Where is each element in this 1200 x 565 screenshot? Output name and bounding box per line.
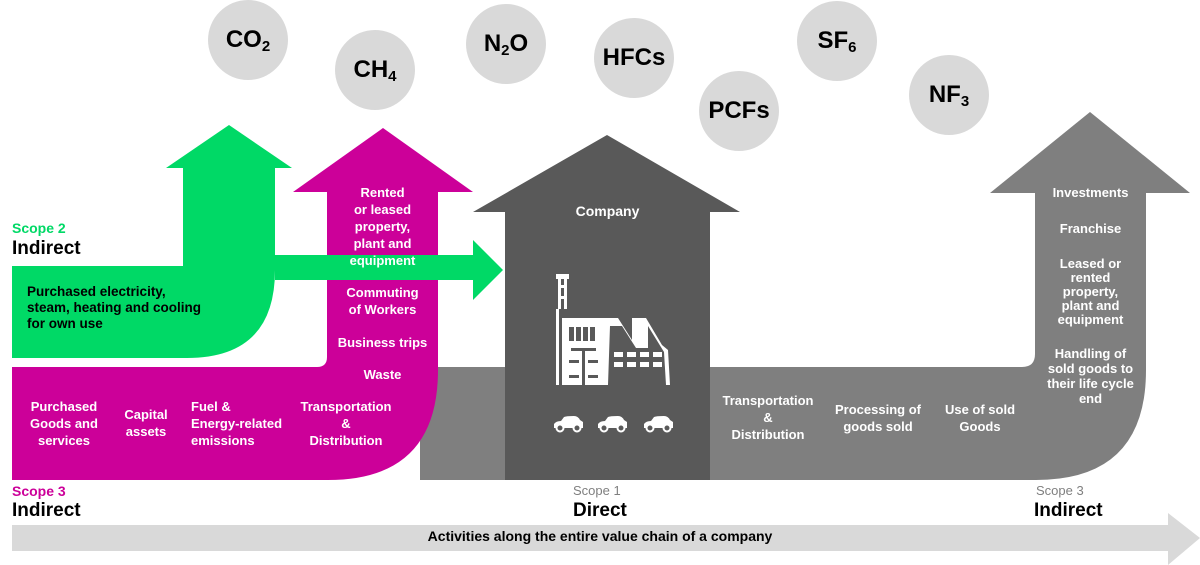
downstream-item-leased-property: Leased or rented property, plant and equ… bbox=[1057, 256, 1124, 327]
scope3-upstream-arrow bbox=[12, 128, 473, 480]
car-icon bbox=[644, 416, 673, 433]
downstream-item-transportation: Transportation & Distribution bbox=[722, 393, 814, 442]
downstream-item-franchise: Franchise bbox=[1059, 221, 1122, 236]
downstream-item-investments: Investments bbox=[1052, 185, 1129, 200]
upstream-item-transportation: Transportation & Distribution bbox=[300, 399, 392, 448]
scope2-to-company-arrow bbox=[275, 240, 503, 300]
car-icon bbox=[598, 416, 627, 433]
factory-icon bbox=[556, 274, 670, 385]
upstream-item-commuting: Commuting of Workers bbox=[346, 285, 419, 317]
company-title: Company bbox=[575, 203, 640, 219]
scope3-upstream-kind: Indirect bbox=[12, 500, 81, 521]
scope3-upstream-label: Scope 3 bbox=[12, 483, 66, 499]
upstream-item-waste: Waste bbox=[363, 367, 402, 382]
value-chain-label: Activities along the entire value chain … bbox=[427, 528, 773, 544]
downstream-item-processing: Processing of goods sold bbox=[835, 402, 921, 434]
upstream-item-capital-assets: Capital assets bbox=[124, 407, 168, 439]
scope1-kind: Direct bbox=[573, 500, 627, 521]
scope1-label: Scope 1 bbox=[573, 483, 621, 498]
scope2-label: Scope 2 bbox=[12, 220, 66, 236]
upstream-item-purchased-goods: Purchased Goods and services bbox=[30, 399, 98, 448]
upstream-item-fuel-energy: Fuel & Energy-related emissions bbox=[191, 399, 283, 448]
car-icon bbox=[554, 416, 583, 433]
scope2-arrow bbox=[12, 125, 292, 358]
scope2-activity: Purchased electricity, steam, heating an… bbox=[27, 284, 202, 331]
gas-pcfs: PCFs bbox=[699, 71, 779, 151]
scope1-company-arrow bbox=[473, 135, 740, 480]
scope3-downstream-label: Scope 3 bbox=[1036, 483, 1084, 498]
gas-hfcs: HFCs bbox=[594, 18, 674, 98]
upstream-item-business-trips: Business trips bbox=[337, 335, 428, 350]
downstream-item-use-of-sold-goods: Use of sold Goods bbox=[944, 402, 1016, 434]
value-chain-arrow bbox=[12, 513, 1200, 565]
scope3-downstream-kind: Indirect bbox=[1034, 500, 1103, 521]
upstream-item-rented-property: Rented or leased property, plant and equ… bbox=[349, 185, 416, 268]
scope2-kind: Indirect bbox=[12, 238, 81, 259]
downstream-item-end-of-life: Handling of sold goods to their life cyc… bbox=[1047, 346, 1134, 406]
